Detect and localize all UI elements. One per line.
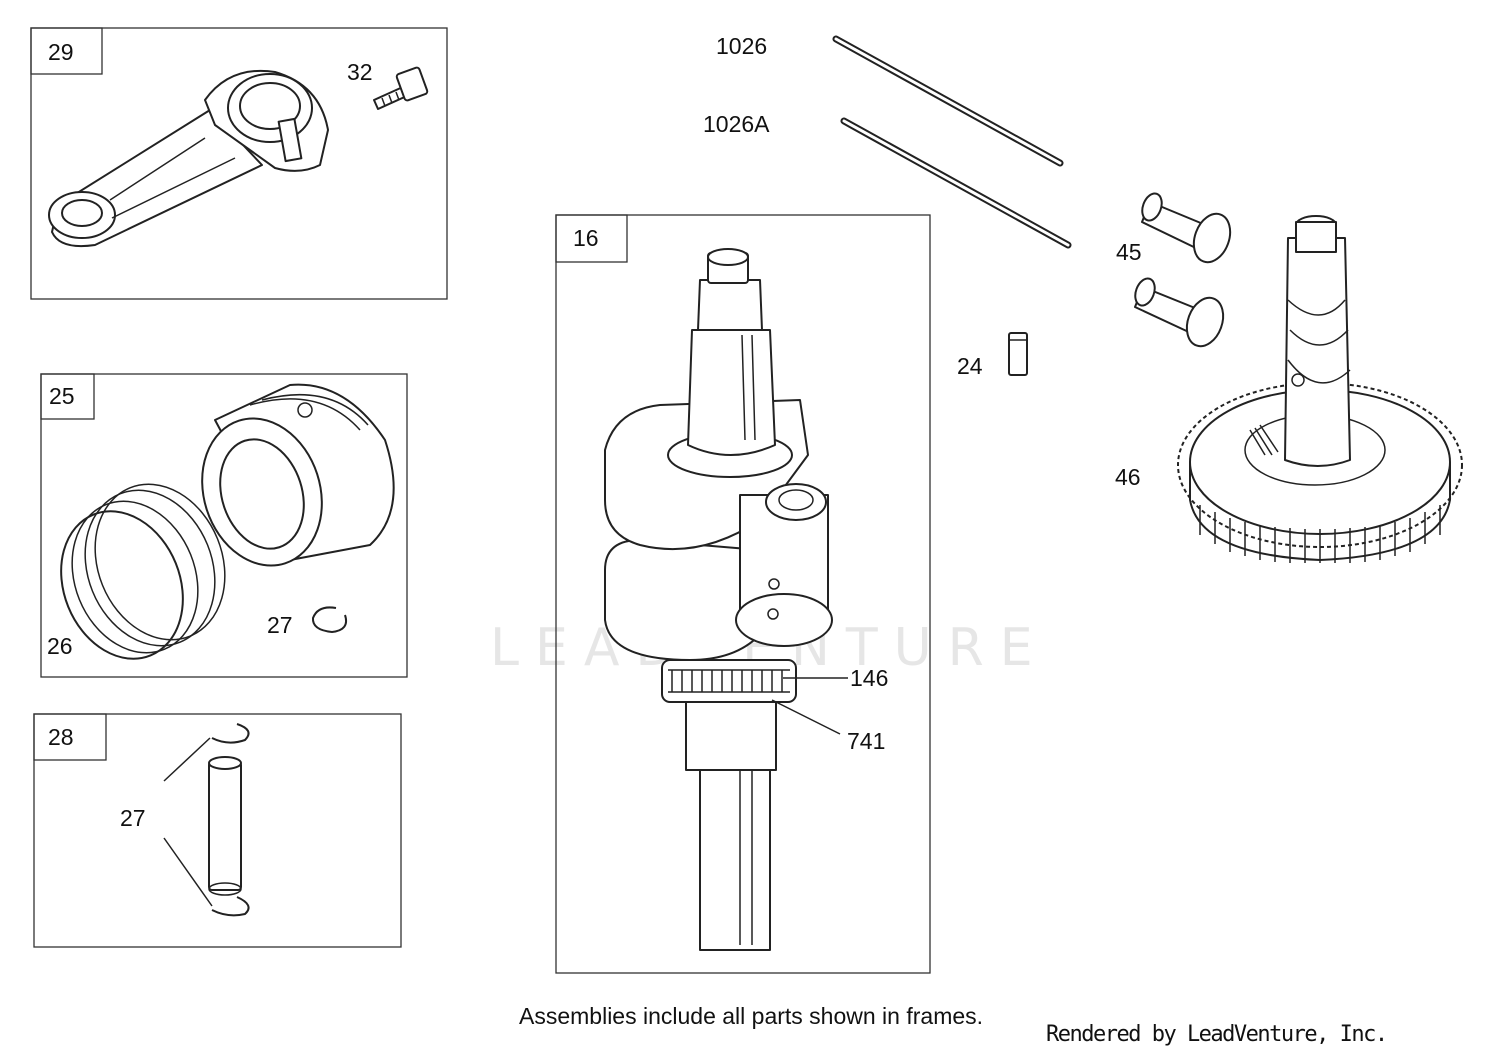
bolt-part[interactable] bbox=[373, 66, 429, 110]
piston-part[interactable] bbox=[184, 383, 395, 582]
callout-26: 26 bbox=[47, 633, 73, 659]
callout-1026: 1026 bbox=[716, 33, 767, 59]
assemblies-note: Assemblies include all parts shown in fr… bbox=[519, 1003, 984, 1029]
callout-1026a: 1026A bbox=[703, 111, 770, 137]
frame-28: 28 bbox=[33, 713, 402, 948]
connecting-rod-part[interactable] bbox=[48, 69, 329, 248]
callout-32: 32 bbox=[347, 59, 373, 85]
frame-16: 16 bbox=[555, 214, 931, 974]
tappet-upper-part[interactable] bbox=[1139, 191, 1237, 268]
crankshaft-part[interactable] bbox=[604, 248, 833, 951]
piston-rings-part[interactable] bbox=[40, 465, 248, 678]
push-rod-1026a-part[interactable] bbox=[840, 117, 1072, 249]
camshaft-gear-part[interactable] bbox=[1177, 215, 1463, 563]
frame-label-25: 25 bbox=[49, 383, 75, 409]
callout-27-piston: 27 bbox=[267, 612, 293, 638]
retaining-clip-part[interactable] bbox=[311, 606, 348, 633]
callout-146: 146 bbox=[850, 665, 888, 691]
frame-29: 29 bbox=[30, 27, 448, 300]
callout-24: 24 bbox=[957, 353, 983, 379]
wrist-pin-clips-part[interactable] bbox=[211, 723, 250, 917]
frame-label-28: 28 bbox=[48, 724, 74, 750]
callout-27-pin: 27 bbox=[120, 805, 146, 831]
tappet-lower-part[interactable] bbox=[1132, 276, 1230, 352]
frame-25: 25 bbox=[40, 373, 408, 678]
frame-label-29: 29 bbox=[48, 39, 74, 65]
rendered-by-credit: Rendered by LeadVenture, Inc. bbox=[1046, 1022, 1388, 1047]
callout-46: 46 bbox=[1115, 464, 1141, 490]
callout-45: 45 bbox=[1116, 239, 1142, 265]
wrist-pin-part[interactable] bbox=[208, 756, 242, 896]
push-rod-1026-part[interactable] bbox=[832, 35, 1064, 167]
frame-label-16: 16 bbox=[573, 225, 599, 251]
key-part[interactable] bbox=[1008, 332, 1028, 376]
callout-741: 741 bbox=[847, 728, 885, 754]
